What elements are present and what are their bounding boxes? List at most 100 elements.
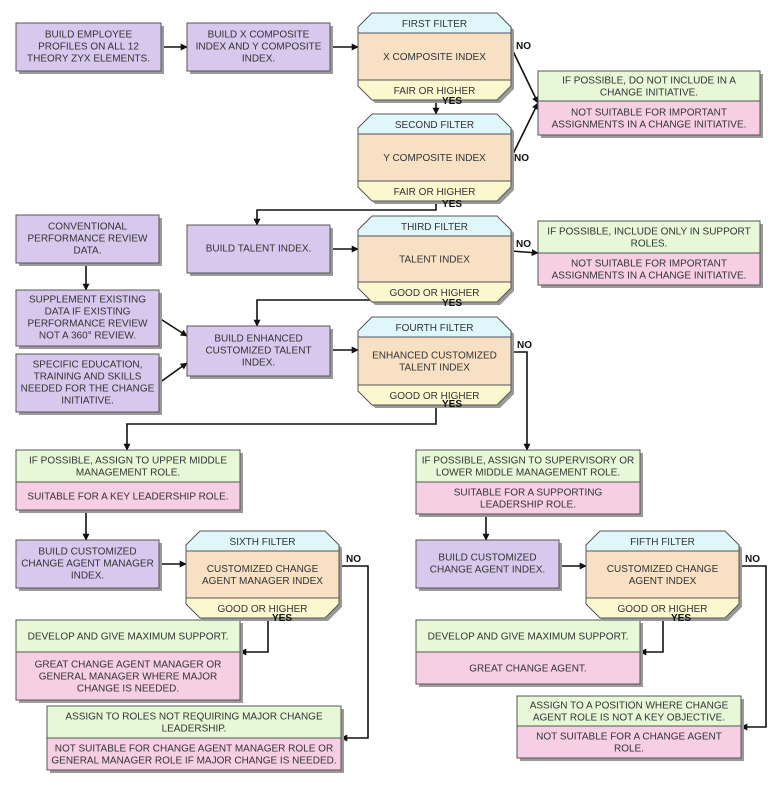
specific-education-line: SPECIFIC EDUCATION, [33, 360, 143, 371]
supervisory-bottom-line: SUITABLE FOR A SUPPORTING [454, 488, 603, 499]
second-filter-title: SECOND FILTER [395, 120, 474, 131]
fifth-filter-title: FIFTH FILTER [630, 537, 695, 548]
fourth-filter-criterion-line: ENHANCED CUSTOMIZED [372, 351, 497, 362]
build-ca-index-line: BUILD CUSTOMIZED [438, 553, 536, 564]
connector-third-no-to-outcome [510, 249, 539, 257]
supplement-data-line: SUPPLEMENT EXISTING [29, 295, 146, 306]
supplement-data-line: NOT A 360° REVIEW. [39, 331, 136, 342]
support-roles-outcome: IF POSSIBLE, INCLUDE ONLY IN SUPPORTROLE… [537, 220, 763, 288]
not-key-objective-top-line: ASSIGN TO A POSITION WHERE CHANGE [530, 701, 729, 712]
first-filter-title: FIRST FILTER [402, 19, 467, 30]
second-filter: SECOND FILTER Y COMPOSITE INDEX FAIR OR HI… [357, 113, 514, 204]
first-filter-threshold: FAIR OR HIGHER [394, 86, 476, 97]
connector-fifth-yes-to-support [639, 618, 664, 656]
no-major-change-bottom-line: GENERAL MANAGER ROLE IF MAJOR CHANGE IS … [51, 756, 336, 767]
connector-fourth-yes-to-upper [123, 405, 437, 451]
not-key-objective-bottom-line: ROLE. [614, 744, 644, 755]
connector-education-to-enhanced [158, 362, 188, 384]
third-filter-title: THIRD FILTER [401, 222, 468, 233]
sixth-filter-threshold: GOOD OR HIGHER [217, 604, 307, 615]
max-support-right-bottom-line: GREAT CHANGE AGENT. [469, 664, 586, 675]
build-enhanced-index-line: INDEX. [242, 358, 275, 369]
connector-sixth-yes-to-support [239, 618, 269, 656]
specific-education-box: SPECIFIC EDUCATION,TRAINING AND SKILLSNE… [15, 353, 162, 415]
not-key-objective-top-line: AGENT ROLE IS NOT A KEY OBJECTIVE. [533, 713, 725, 724]
second-filter-criterion-line: Y COMPOSITE INDEX [383, 153, 486, 164]
supervisory-bottom-line: LEADERSHIP ROLE. [480, 500, 576, 511]
build-enhanced-index-line: CUSTOMIZED TALENT [205, 346, 311, 357]
not-key-objective-bottom-line: NOT SUITABLE FOR A CHANGE AGENT [536, 732, 722, 743]
build-profiles-line: THEORY ZYX ELEMENTS. [27, 54, 150, 65]
build-cam-index-line: INDEX. [71, 571, 104, 582]
max-support-left-top-line: DEVELOP AND GIVE MAXIMUM SUPPORT. [28, 632, 229, 643]
no-branch-label: NO [516, 41, 531, 52]
connector-first-no-to-outcome [510, 46, 539, 104]
max-support-left-bottom-line: GENERAL MANAGER WHERE MAJOR [39, 672, 218, 683]
supplement-data-line: PERFORMANCE REVIEW [27, 319, 148, 330]
max-support-right-outcome: DEVELOP AND GIVE MAXIMUM SUPPORT. GREAT C… [415, 619, 643, 687]
build-enhanced-index-line: BUILD ENHANCED [214, 334, 302, 345]
build-xy-index-line: INDEX. [242, 54, 275, 65]
supplement-data-line: DATA IF EXISTING [45, 307, 131, 318]
specific-education-line: TRAINING AND SKILLS [34, 372, 142, 383]
no-major-change-outcome: ASSIGN TO ROLES NOT REQUIRING MAJOR CHAN… [46, 705, 344, 773]
not-include-bottom-line: ASSIGNMENTS IN A CHANGE INITIATIVE. [552, 120, 747, 131]
no-major-change-top-line: ASSIGN TO ROLES NOT REQUIRING MAJOR CHAN… [65, 712, 323, 723]
supervisory-outcome: IF POSSIBLE, ASSIGN TO SUPERVISORY ORLOW… [415, 449, 643, 517]
third-filter-criterion-line: TALENT INDEX [399, 255, 470, 266]
second-filter-threshold: FAIR OR HIGHER [394, 187, 476, 198]
upper-middle-top-line: MANAGEMENT ROLE. [76, 468, 180, 479]
support-roles-top-line: IF POSSIBLE, INCLUDE ONLY IN SUPPORT [547, 227, 750, 238]
conventional-review-line: DATA. [74, 246, 102, 257]
not-include-top-line: CHANGE INITIATIVE. [600, 88, 698, 99]
yes-branch-label: YES [442, 298, 462, 309]
sixth-filter-criterion-line: AGENT MANAGER INDEX [202, 576, 323, 587]
support-roles-bottom-line: NOT SUITABLE FOR IMPORTANT [571, 259, 727, 270]
connector-sixth-no-to-nomajor [339, 565, 369, 742]
supervisory-top-line: IF POSSIBLE, ASSIGN TO SUPERVISORY OR [422, 456, 635, 467]
not-include-top-line: IF POSSIBLE, DO NOT INCLUDE IN A [562, 76, 736, 87]
connector-fourth-no-to-supervisory [511, 351, 531, 451]
support-roles-bottom-line: ASSIGNMENTS IN A CHANGE INITIATIVE. [552, 271, 747, 282]
fourth-filter-threshold: GOOD OR HIGHER [389, 391, 479, 402]
yes-branch-label: YES [442, 399, 462, 410]
fourth-filter-criterion-line: TALENT INDEX [399, 363, 470, 374]
yes-branch-label: YES [442, 96, 462, 107]
max-support-left-outcome: DEVELOP AND GIVE MAXIMUM SUPPORT. GREAT C… [15, 619, 243, 703]
not-include-bottom-line: NOT SUITABLE FOR IMPORTANT [571, 108, 727, 119]
yes-branch-label: YES [272, 613, 292, 624]
sixth-filter-title: SIXTH FILTER [230, 537, 296, 548]
build-talent-index-box: BUILD TALENT INDEX. [186, 224, 333, 276]
conventional-review-line: PERFORMANCE REVIEW [27, 234, 148, 245]
upper-middle-bottom-line: SUITABLE FOR A KEY LEADERSHIP ROLE. [27, 492, 228, 503]
conventional-review-line: CONVENTIONAL [48, 222, 127, 233]
max-support-left-bottom-line: CHANGE IS NEEDED. [77, 684, 179, 695]
specific-education-line: NEEDED FOR THE CHANGE [21, 384, 155, 395]
no-branch-label: NO [516, 239, 531, 250]
fifth-filter-criterion-line: CUSTOMIZED CHANGE [607, 564, 719, 575]
connector-fifth-no-to-notkey [739, 565, 767, 731]
build-xy-index-line: BUILD X COMPOSITE [208, 30, 310, 41]
third-filter-threshold: GOOD OR HIGHER [389, 288, 479, 299]
yes-branch-label: YES [442, 199, 462, 210]
build-ca-index-line: CHANGE AGENT INDEX. [430, 565, 545, 576]
yes-branch-label: YES [671, 613, 691, 624]
max-support-left-bottom-line: GREAT CHANGE AGENT MANAGER OR [35, 660, 222, 671]
max-support-right-top-line: DEVELOP AND GIVE MAXIMUM SUPPORT. [428, 632, 629, 643]
sixth-filter-criterion-line: CUSTOMIZED CHANGE [207, 564, 319, 575]
no-branch-label: NO [346, 554, 361, 565]
